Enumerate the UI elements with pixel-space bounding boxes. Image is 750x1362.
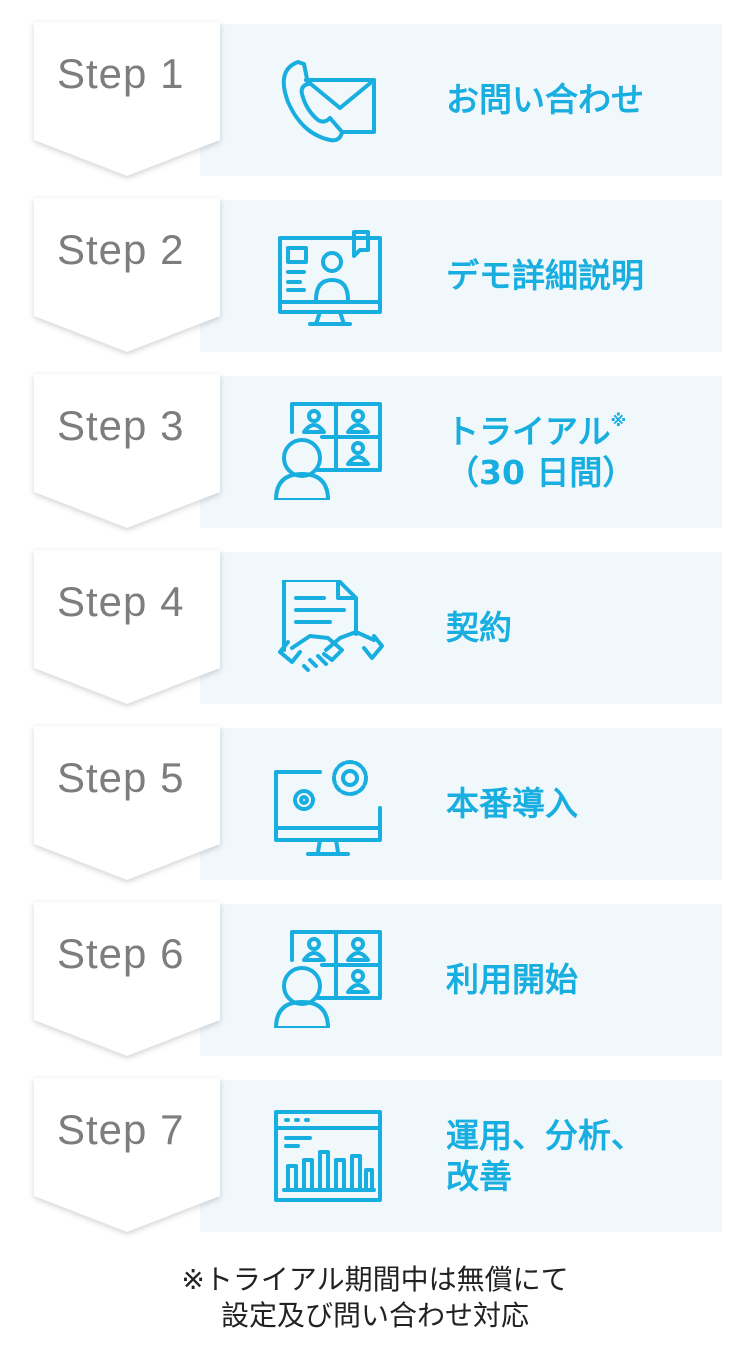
step-band [200,1080,722,1232]
step-number: Step 6 [57,930,185,977]
step-label-subtext: （30 日間） [446,453,636,492]
step-number: Step 4 [57,578,185,625]
step-label-text: 契約 [446,608,512,648]
step-arrow-tag [34,550,220,706]
step-label: 運用、分析、改善 [446,1078,644,1234]
step-row-5: Step 5 本番導入 [0,726,750,886]
monitor-gears-icon [274,760,382,856]
step-row-6: Step 6 利用開始 [0,902,750,1062]
step-label: お問い合わせ [446,22,644,178]
step-label: 契約 [446,550,512,706]
step-label: トライアル※ （30 日間） [446,374,635,530]
step-number: Step 2 [57,226,185,273]
analytics-dashboard-icon [274,1110,382,1202]
step-label: 本番導入 [446,726,578,882]
step-label-text: トライアル [446,411,611,451]
step-label-subtext: 改善 [446,1157,512,1196]
step-number: Step 7 [57,1106,185,1153]
step-number: Step 3 [57,402,185,449]
step-arrow-tag [34,374,220,530]
footnote-line-2: 設定及び問い合わせ対応 [220,1299,529,1333]
step-label-text: 利用開始 [446,960,578,1000]
video-conference-icon [274,930,382,1028]
step-row-4: Step 4 契約 [0,550,750,710]
step-arrow-tag [34,22,220,178]
step-label: 利用開始 [446,902,578,1058]
video-presentation-icon [278,230,382,326]
step-number: Step 1 [57,50,185,97]
step-arrow-tag [34,198,220,354]
step-band [200,552,722,704]
contract-handshake-icon [278,580,384,672]
step-row-3: Step 3 トライアル※ （30 日間） [0,374,750,534]
step-arrow-tag [34,902,220,1058]
video-conference-icon [274,402,382,500]
step-label-text: デモ詳細説明 [446,256,644,296]
step-band [200,200,722,352]
step-arrow-tag [34,726,220,882]
step-arrow-tag [34,1078,220,1234]
phone-mail-icon [281,60,376,143]
footnote-mark: ※ [610,410,627,430]
trial-footnote: ※トライアル期間中は無償にて設定及び問い合わせ対応 [0,1262,750,1335]
step-label-text: 本番導入 [446,784,578,824]
step-label: デモ詳細説明 [446,198,644,354]
step-band [200,728,722,880]
step-row-1: Step 1 お問い合わせ [0,22,750,182]
step-number: Step 5 [57,754,185,801]
step-label-text: 運用、分析、 [446,1115,644,1155]
step-row-7: Step 7 運用、分析、改善 [0,1078,750,1238]
step-label-text: お問い合わせ [446,80,644,120]
footnote-line-1: ※トライアル期間中は無償にて [181,1263,569,1296]
step-row-2: Step 2 デモ詳細説明 [0,198,750,358]
